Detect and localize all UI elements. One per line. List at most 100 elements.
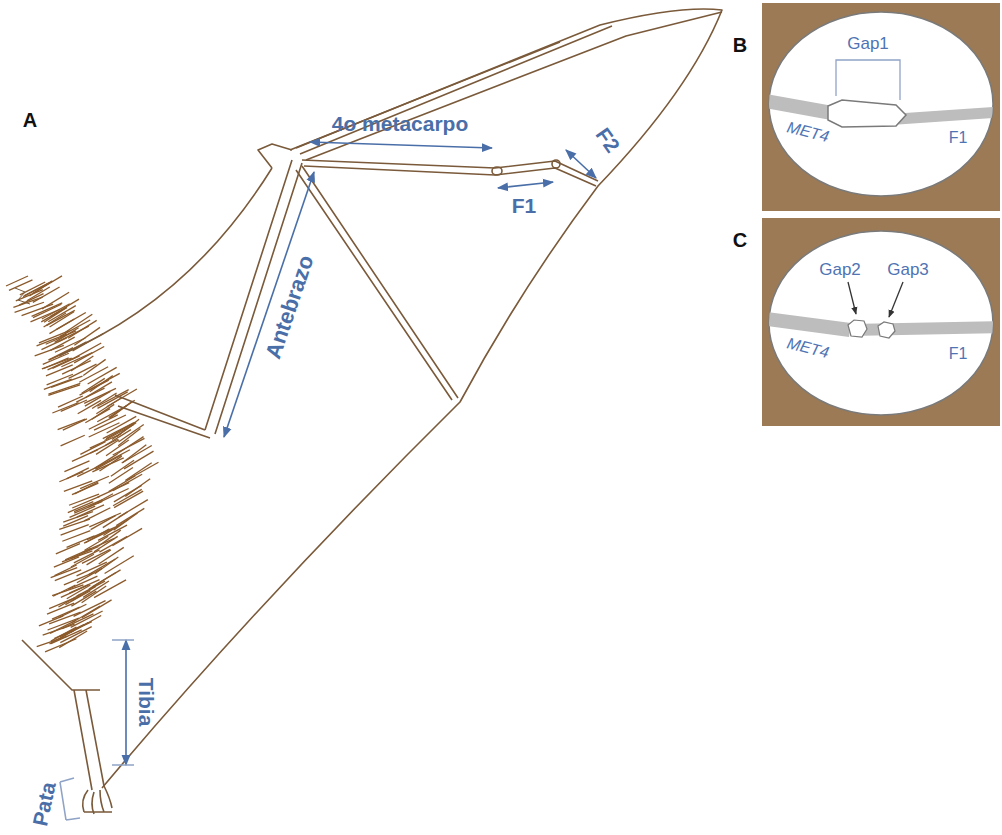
fur-stroke bbox=[63, 516, 88, 527]
fur-stroke bbox=[65, 314, 92, 332]
fur-stroke bbox=[49, 319, 74, 334]
fur-stroke bbox=[83, 359, 105, 375]
f1-bone bbox=[850, 327, 1000, 330]
bracket bbox=[60, 778, 80, 820]
fur-stroke bbox=[71, 356, 93, 371]
fur-stroke bbox=[95, 455, 121, 469]
fur-stroke bbox=[77, 464, 102, 476]
fur-stroke bbox=[39, 616, 63, 626]
fur-stroke bbox=[71, 591, 96, 606]
bone-name: Tibia bbox=[134, 678, 157, 727]
gap bbox=[878, 322, 895, 338]
tick bbox=[112, 640, 134, 765]
fur-stroke bbox=[109, 476, 136, 492]
bone-abbrev: F1 bbox=[949, 129, 968, 147]
met4-bone bbox=[760, 318, 850, 330]
fur-stroke bbox=[55, 565, 77, 576]
gap-label: Gap2 bbox=[819, 261, 861, 280]
bone-name: F1 bbox=[512, 194, 537, 217]
fur-stroke bbox=[78, 400, 101, 413]
fur-stroke bbox=[48, 383, 80, 394]
fur-stroke bbox=[72, 450, 98, 462]
digit-5 bbox=[296, 166, 458, 400]
foot bbox=[83, 786, 112, 814]
fur-stroke bbox=[94, 536, 118, 551]
fur-stroke bbox=[67, 536, 95, 547]
bone-abbrev: F1 bbox=[949, 345, 968, 363]
fur-stroke bbox=[43, 358, 69, 369]
fur-stroke bbox=[89, 415, 118, 429]
digit-2 bbox=[290, 42, 560, 150]
panel-letter: C bbox=[733, 229, 747, 251]
bone-name: Antebrazo bbox=[261, 252, 319, 362]
fur-stroke bbox=[91, 515, 116, 529]
gap-label: Gap1 bbox=[847, 35, 889, 54]
fur-stroke bbox=[59, 631, 87, 648]
thumb bbox=[258, 144, 292, 168]
fur-stroke bbox=[61, 400, 87, 411]
fur-stroke bbox=[123, 445, 146, 463]
dimension-arrow bbox=[566, 150, 596, 178]
fur-stroke bbox=[87, 550, 111, 565]
fur-stroke bbox=[64, 481, 92, 492]
body-edge bbox=[15, 288, 30, 304]
fur-stroke bbox=[103, 512, 128, 528]
fur-stroke bbox=[6, 276, 28, 286]
fur-stroke bbox=[82, 586, 107, 603]
fur-stroke bbox=[101, 450, 129, 465]
fur-stroke bbox=[106, 440, 129, 456]
fur-stroke bbox=[64, 573, 94, 585]
fur-stroke bbox=[118, 428, 140, 445]
fur-stroke bbox=[124, 451, 153, 469]
fur-stroke bbox=[48, 358, 73, 370]
fur-stroke bbox=[75, 482, 99, 494]
fur-stroke bbox=[74, 550, 100, 563]
gap-label: Gap3 bbox=[887, 261, 929, 280]
fur-stroke bbox=[53, 585, 75, 596]
membrane-edge bbox=[102, 9, 722, 788]
met4-bone bbox=[760, 100, 832, 113]
fur-stroke bbox=[82, 600, 112, 618]
bone-name: 4o metacarpo bbox=[332, 112, 469, 135]
upper-arm-bone bbox=[115, 395, 210, 438]
leg-bone bbox=[22, 640, 104, 790]
digit-3 bbox=[300, 12, 722, 160]
fur-stroke bbox=[46, 331, 76, 344]
fur-stroke bbox=[48, 385, 80, 396]
fur-stroke bbox=[63, 512, 93, 523]
fur-stroke bbox=[63, 419, 87, 430]
bracket bbox=[836, 60, 900, 100]
fur-stroke bbox=[9, 280, 32, 290]
fur-stroke bbox=[83, 581, 109, 597]
fur-stroke bbox=[99, 530, 121, 546]
fur-stroke bbox=[50, 312, 74, 327]
fur-stroke bbox=[58, 419, 86, 430]
fur-stroke bbox=[80, 476, 109, 488]
fur-stroke bbox=[82, 378, 105, 393]
joint bbox=[552, 160, 560, 168]
fur-stroke bbox=[94, 580, 126, 598]
wing bbox=[22, 9, 722, 814]
inset-content bbox=[760, 60, 1000, 127]
f1-bone bbox=[898, 112, 1000, 119]
fur-stroke bbox=[44, 313, 66, 327]
fur-stroke bbox=[45, 639, 76, 652]
fur-stroke bbox=[46, 365, 73, 376]
measurements bbox=[60, 142, 596, 820]
fur-stroke bbox=[55, 328, 79, 343]
fur-stroke bbox=[52, 403, 78, 413]
fur-stroke bbox=[13, 297, 42, 307]
dimension-arrow bbox=[498, 182, 553, 188]
gap bbox=[828, 100, 906, 127]
fur-stroke bbox=[92, 393, 117, 409]
pointer bbox=[848, 282, 856, 314]
joint bbox=[492, 167, 502, 175]
bone-name: F2 bbox=[592, 123, 625, 156]
fur-stroke bbox=[56, 544, 80, 554]
fur-stroke bbox=[89, 513, 121, 527]
fur-stroke bbox=[109, 400, 135, 417]
fur-stroke bbox=[50, 630, 75, 644]
fur-stroke bbox=[85, 536, 109, 550]
dimension-arrow bbox=[125, 640, 127, 765]
